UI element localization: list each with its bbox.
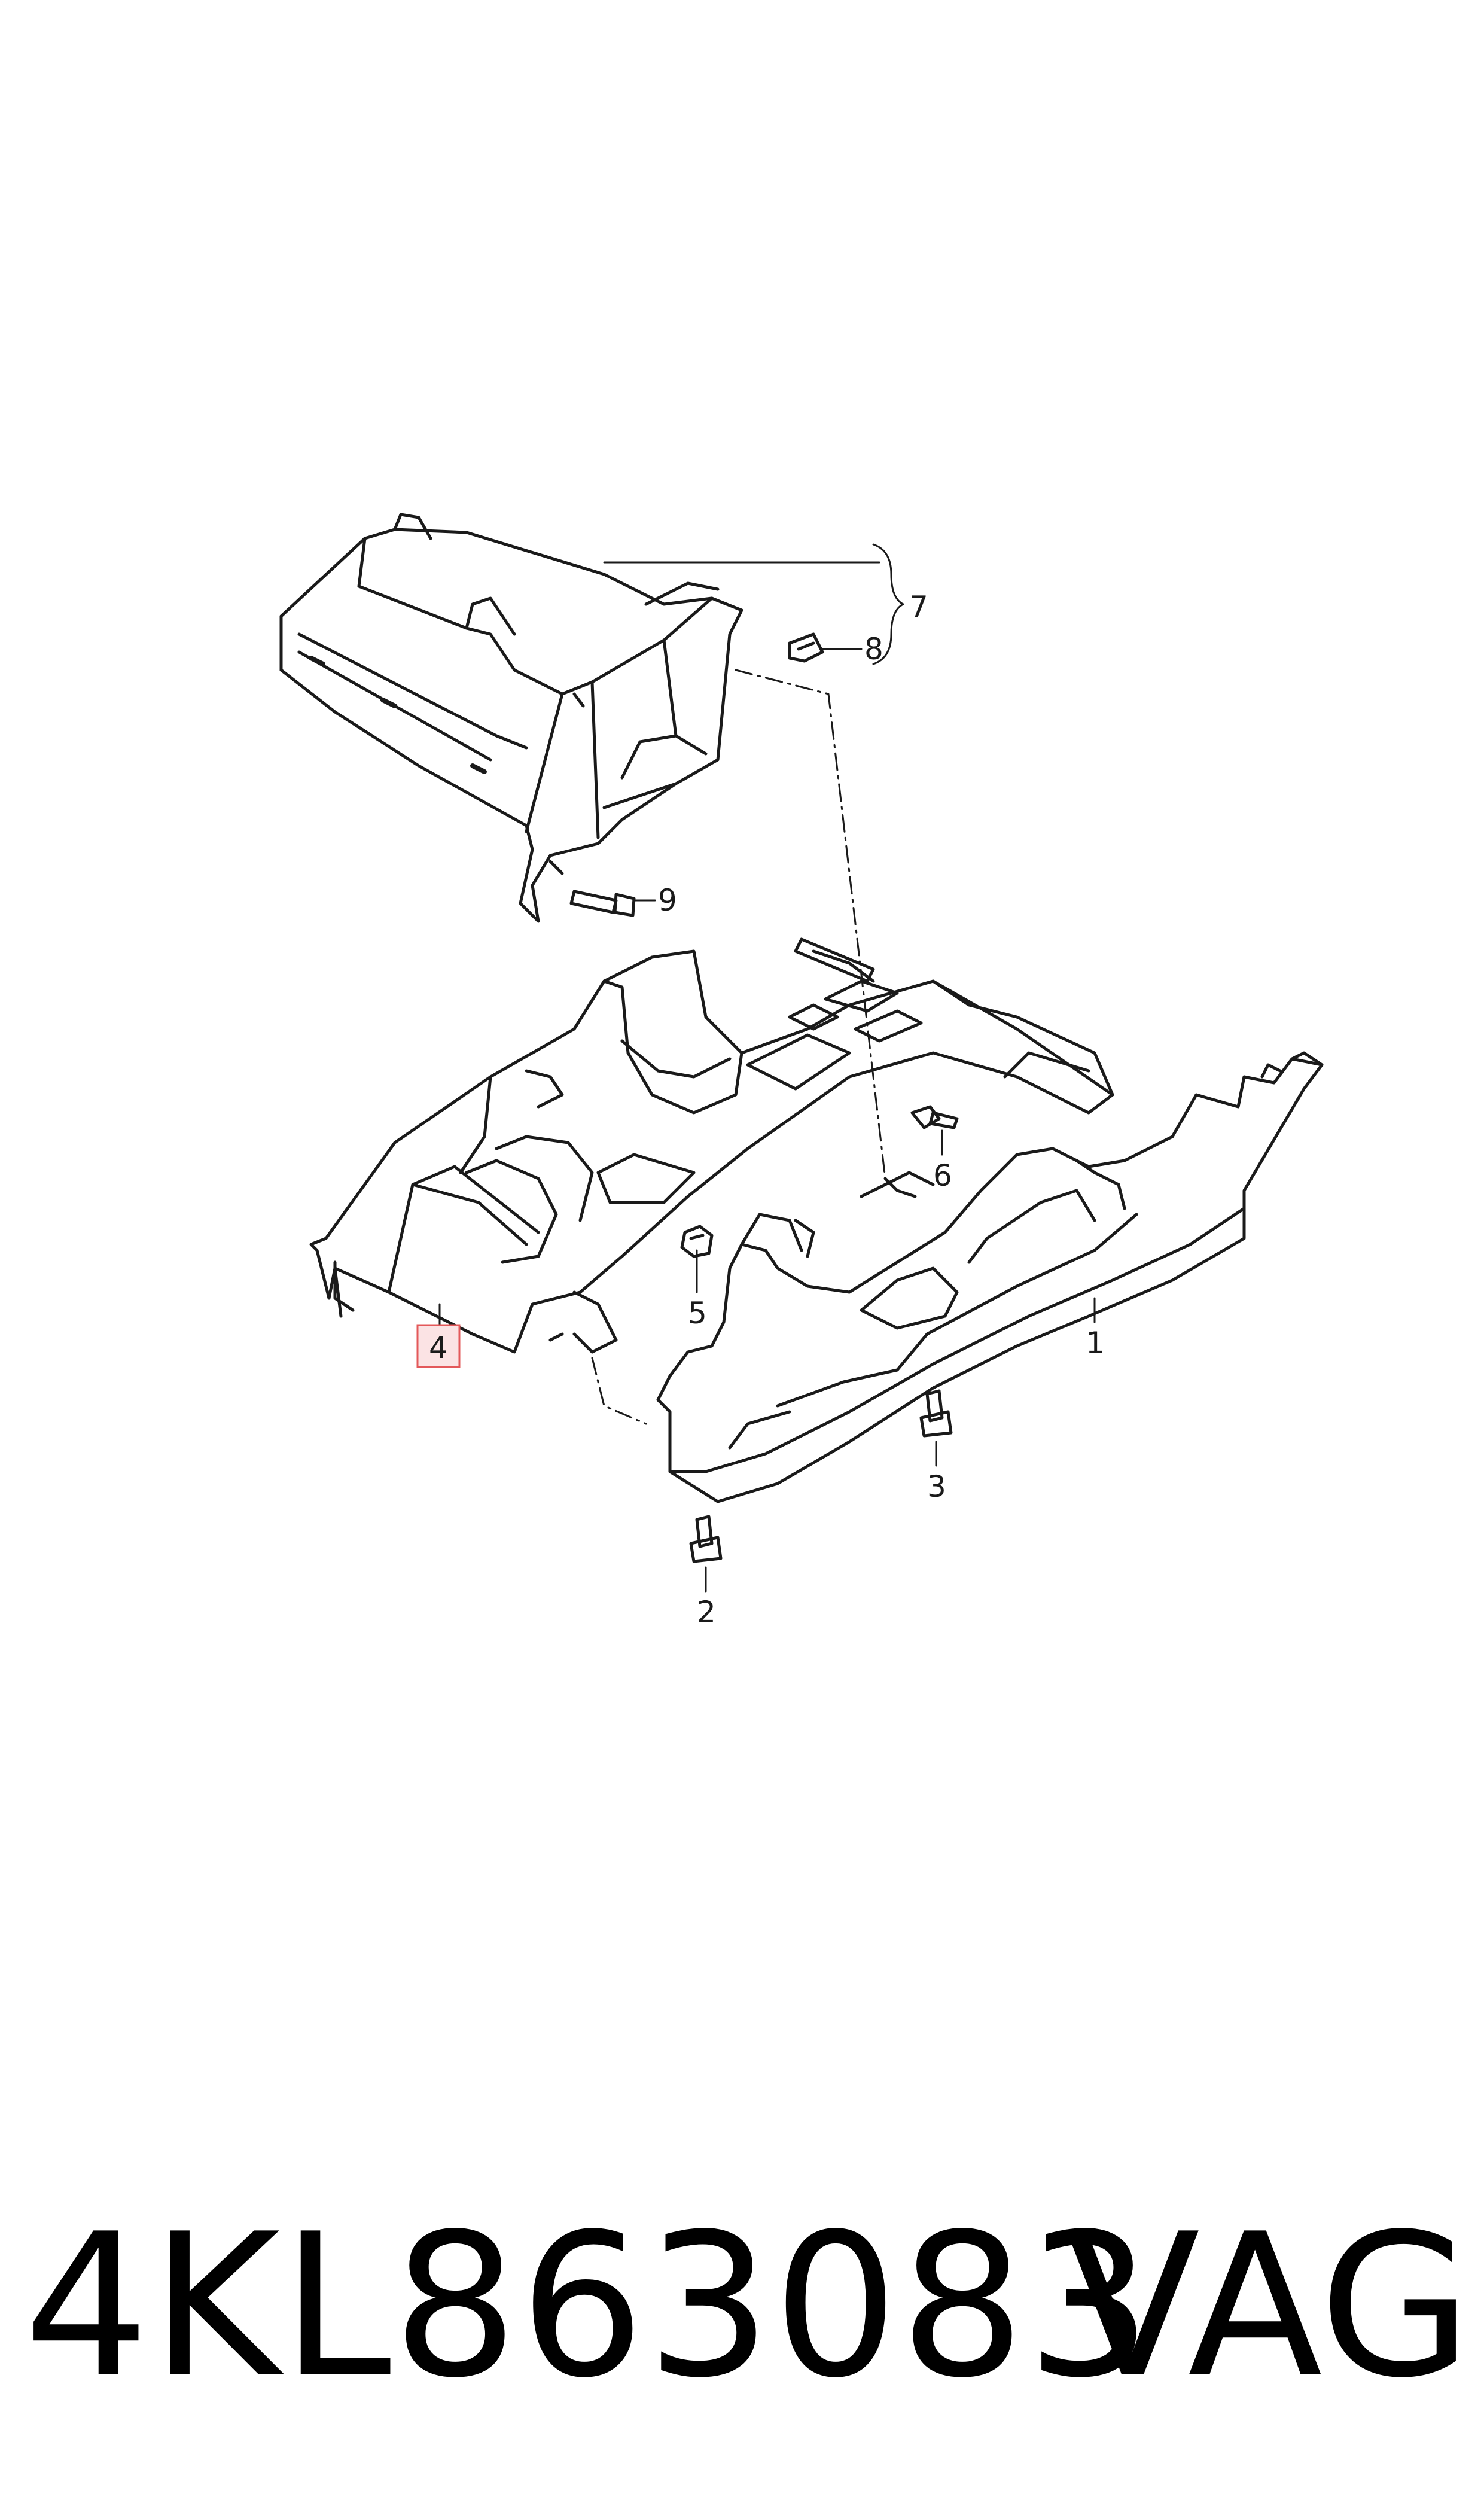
assembly-lines — [591, 669, 886, 1425]
brand-label: VAG — [1065, 2191, 1472, 2421]
storage-compartment — [279, 513, 743, 923]
screw-2-icon — [689, 1515, 723, 1563]
callout-9: 9 — [658, 883, 677, 918]
screw-6-icon — [910, 1105, 959, 1129]
callout-1: 1 — [1086, 1326, 1105, 1360]
callout-4: 4 — [429, 1330, 448, 1365]
screw-9-icon — [569, 890, 636, 917]
part-number-label: 4KL863083 — [24, 2191, 1153, 2421]
rod — [794, 937, 875, 983]
callout-8: 8 — [864, 632, 883, 666]
callout-3: 3 — [927, 1469, 946, 1504]
screw-3-icon — [919, 1389, 953, 1438]
callout-5: 5 — [688, 1296, 707, 1330]
callout-2: 2 — [697, 1595, 716, 1630]
leader-lines — [438, 543, 1096, 1593]
knee-bolster-part-1 — [656, 1051, 1324, 1503]
callout-4-highlight — [416, 1324, 461, 1368]
lower-trim-panel — [309, 949, 1114, 1354]
clip-part-8 — [788, 632, 824, 663]
nut-5-icon — [680, 1225, 714, 1258]
callout-6: 6 — [933, 1158, 952, 1193]
callout-7: 7 — [909, 590, 928, 625]
